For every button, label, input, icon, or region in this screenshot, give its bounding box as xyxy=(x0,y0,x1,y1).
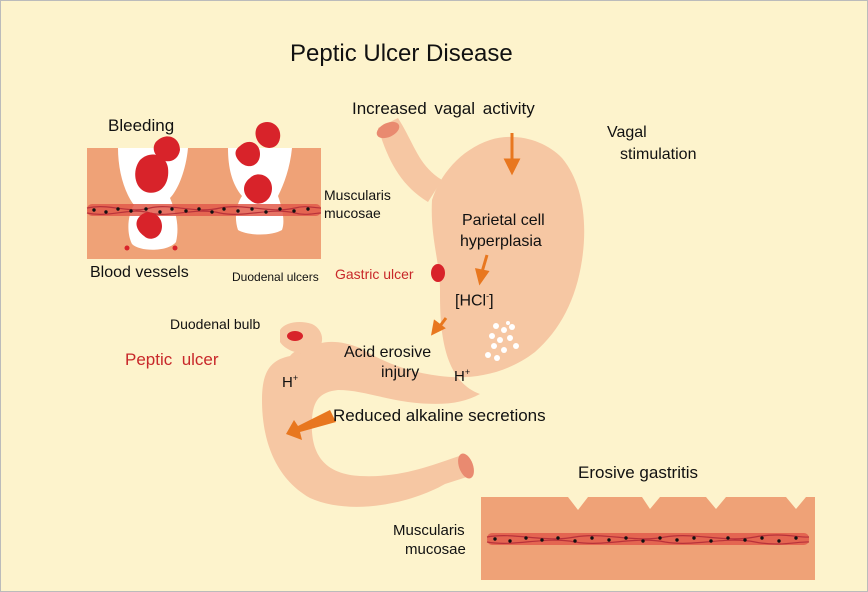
duodenal-bulb-ulcer xyxy=(287,331,303,341)
label-bleeding: Bleeding xyxy=(108,116,175,135)
label-gastric-ulcer: Gastric ulcer xyxy=(335,266,414,282)
muscularis-band-top xyxy=(86,204,322,216)
gastric-ulcer-spot xyxy=(431,264,445,282)
label-parietal-cell: Parietal cell xyxy=(462,212,545,229)
pathway-arrows xyxy=(430,133,521,336)
duodenum-end xyxy=(458,453,474,479)
duodenal-tissue-section xyxy=(86,121,322,259)
label-erosive-gastritis: Erosive gastritis xyxy=(578,463,698,482)
label-blood-vessels: Blood vessels xyxy=(90,264,189,281)
h-superscript-2: + xyxy=(292,373,299,383)
hcl-superscript: - xyxy=(486,291,490,301)
label-increased-vagal-activity: Increased vagal activity xyxy=(352,99,535,118)
label-mucosae-bottom: mucosae xyxy=(405,541,466,558)
label-duodenal-bulb: Duodenal bulb xyxy=(170,316,261,332)
label-duodenal-ulcers: Duodenal ulcers xyxy=(232,270,319,284)
gastritis-tissue-section xyxy=(481,497,815,580)
label-vagal: Vagal xyxy=(607,124,647,141)
label-muscularis-top: Muscularis mucosae xyxy=(324,187,391,221)
label-hcl: [HCl-] xyxy=(455,291,494,310)
hcl-base: [HCl xyxy=(455,292,487,310)
stomach-illustration xyxy=(262,118,585,507)
label-peptic-ulcer: Peptic ulcer xyxy=(125,350,219,369)
stomach-body xyxy=(262,136,585,507)
label-muscularis-bottom: Muscularis xyxy=(393,522,465,539)
acid-granules xyxy=(485,321,519,361)
h-base-2: H xyxy=(282,374,293,391)
label-h-plus-duodenum: H+ xyxy=(282,373,298,391)
esophagus-opening xyxy=(376,121,400,139)
h-base: H xyxy=(454,368,465,385)
blood-clots xyxy=(124,121,281,251)
h-superscript: + xyxy=(464,367,471,377)
reduced-alkaline-arrow xyxy=(286,410,336,440)
diagram-title: Peptic Ulcer Disease xyxy=(290,40,513,67)
hcl-close: ] xyxy=(489,292,494,310)
label-hyperplasia: hyperplasia xyxy=(460,233,542,250)
label-stimulation: stimulation xyxy=(620,146,697,163)
muscularis-band-bottom xyxy=(486,533,810,545)
label-acid-erosive: Acid erosive xyxy=(344,344,432,361)
label-reduced-alkaline: Reduced alkaline secretions xyxy=(333,406,546,425)
label-injury: injury xyxy=(381,364,420,381)
label-h-plus-stomach: H+ xyxy=(454,367,470,385)
esophagus xyxy=(378,118,442,202)
